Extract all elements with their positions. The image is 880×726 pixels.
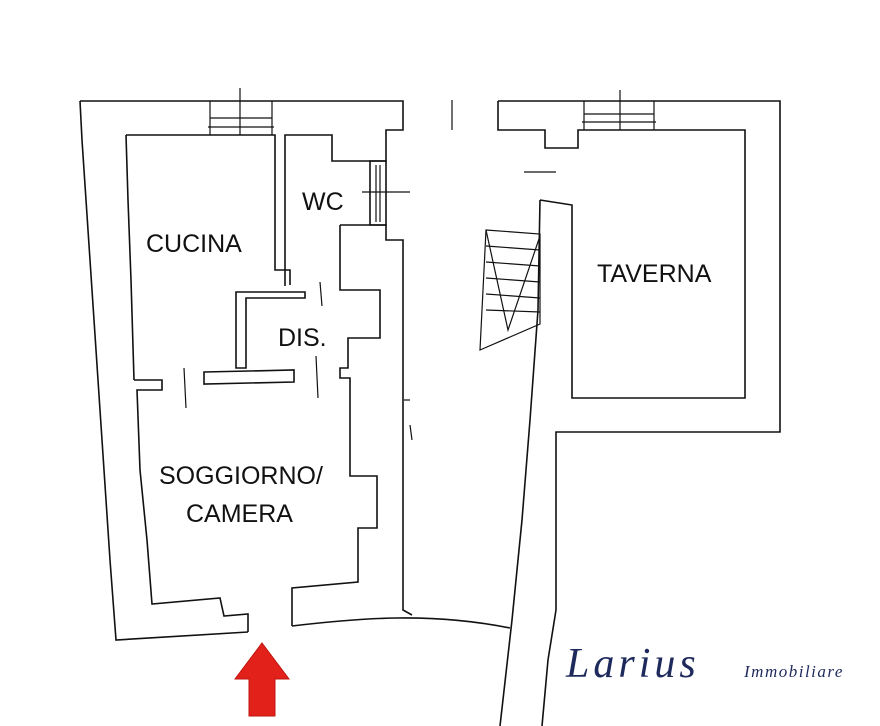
logo-tagline: Immobiliare [743,662,844,681]
larius-logo: Larius Immobiliare [565,641,844,687]
room-label-camera: CAMERA [186,500,293,528]
room-label-wc: WC [302,188,344,216]
right-building-walls [451,90,781,726]
room-label-soggiorno: SOGGIORNO/ [159,462,323,490]
left-building-walls [79,88,511,641]
room-label-cucina: CUCINA [146,230,242,258]
staircase [479,229,541,351]
logo-name: Larius [565,641,700,687]
room-label-taverna: TAVERNA [597,260,712,288]
up-arrow-icon [234,642,290,717]
room-label-dis: DIS. [278,324,327,352]
